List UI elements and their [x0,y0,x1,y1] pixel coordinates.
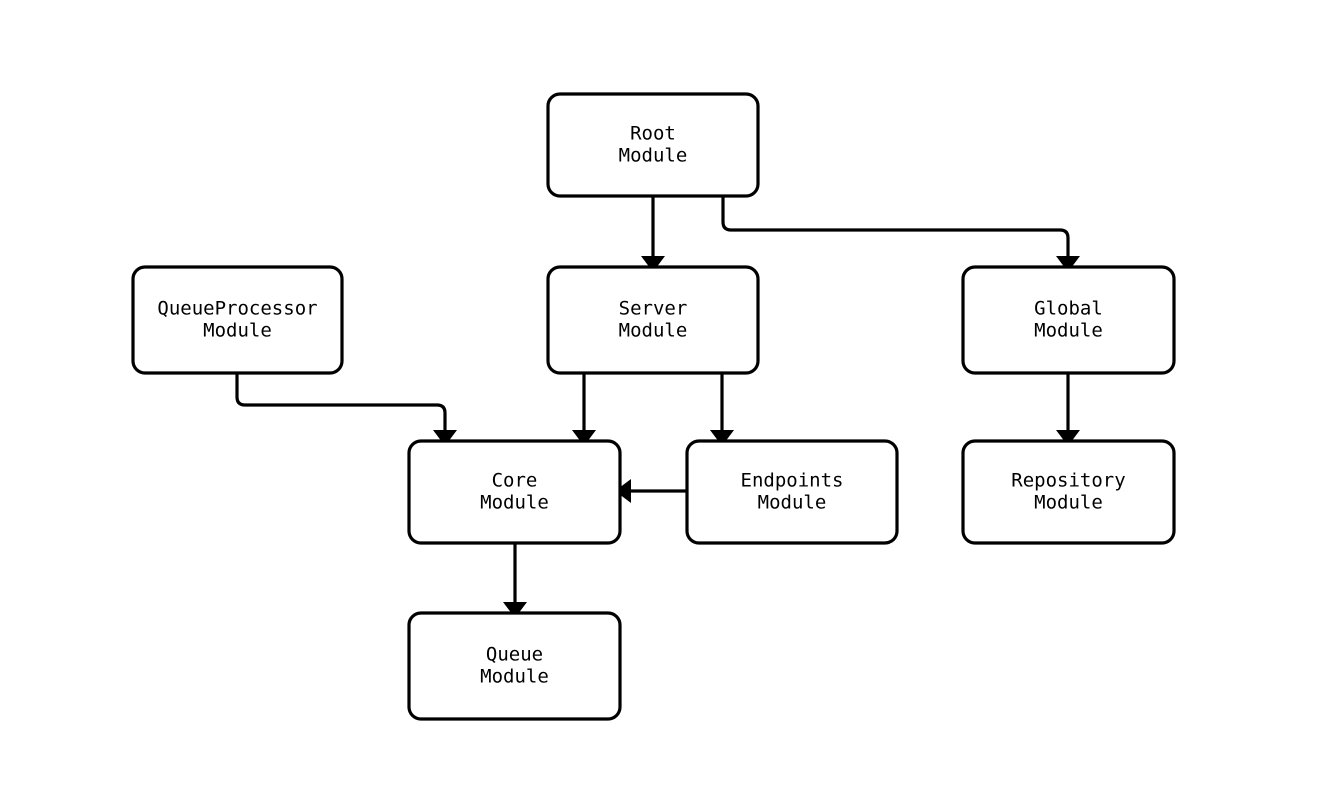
node-server-module-label-line2: Module [619,320,688,342]
arrowhead-endpoints-to-core [615,479,631,503]
arrowhead-global-to-repository [1056,430,1080,446]
node-queueprocessor-module-label-line1: QueueProcessor [157,298,317,320]
node-global-module-label-line2: Module [1034,320,1103,342]
node-core-module-label-line2: Module [480,492,549,514]
edges-layer [235,196,1070,602]
node-root-module-box[interactable] [546,92,760,198]
node-repository-module-label-line2: Module [1034,492,1103,514]
node-server-module[interactable]: Server Module [546,265,760,375]
arrowhead-root-to-server [641,256,665,272]
node-global-module-label-line1: Global [1034,298,1103,320]
edge-root-to-global [721,196,1070,256]
node-queueprocessor-module-box[interactable] [131,265,344,375]
node-root-module-label-line1: Root [630,123,676,145]
node-endpoints-module[interactable]: Endpoints Module [685,439,899,545]
node-core-module[interactable]: Core Module [407,439,622,545]
node-repository-module-label-line1: Repository [1011,470,1125,492]
node-queue-module-box[interactable] [407,611,622,721]
node-queue-module-label-line2: Module [480,666,549,688]
arrowhead-core-to-queue [503,602,527,618]
node-server-module-label-line1: Server [619,298,688,320]
node-repository-module[interactable]: Repository Module [961,439,1176,545]
node-root-module-label-line2: Module [619,145,688,167]
arrowhead-server-to-core [572,430,596,446]
arrowhead-root-to-global [1056,256,1080,272]
node-endpoints-module-label-line2: Module [758,492,827,514]
node-endpoints-module-label-line1: Endpoints [741,470,844,492]
edge-queueprocessor-to-core [235,373,447,430]
node-global-module[interactable]: Global Module [961,265,1176,375]
node-core-module-box[interactable] [407,439,622,545]
node-repository-module-box[interactable] [961,439,1176,545]
node-queue-module-label-line1: Queue [486,644,543,666]
node-queue-module[interactable]: Queue Module [407,611,622,721]
node-root-module[interactable]: Root Module [546,92,760,198]
arrowheads-layer [433,256,1080,618]
node-global-module-box[interactable] [961,265,1176,375]
node-endpoints-module-box[interactable] [685,439,899,545]
node-core-module-label-line1: Core [492,470,538,492]
nodes-layer: Root Module QueueProcessor Module Server… [131,92,1176,721]
arrowhead-queueprocessor-to-core [433,430,457,446]
arrowhead-server-to-endpoints [710,430,734,446]
node-queueprocessor-module-label-line2: Module [203,320,272,342]
node-server-module-box[interactable] [546,265,760,375]
node-queueprocessor-module[interactable]: QueueProcessor Module [131,265,344,375]
